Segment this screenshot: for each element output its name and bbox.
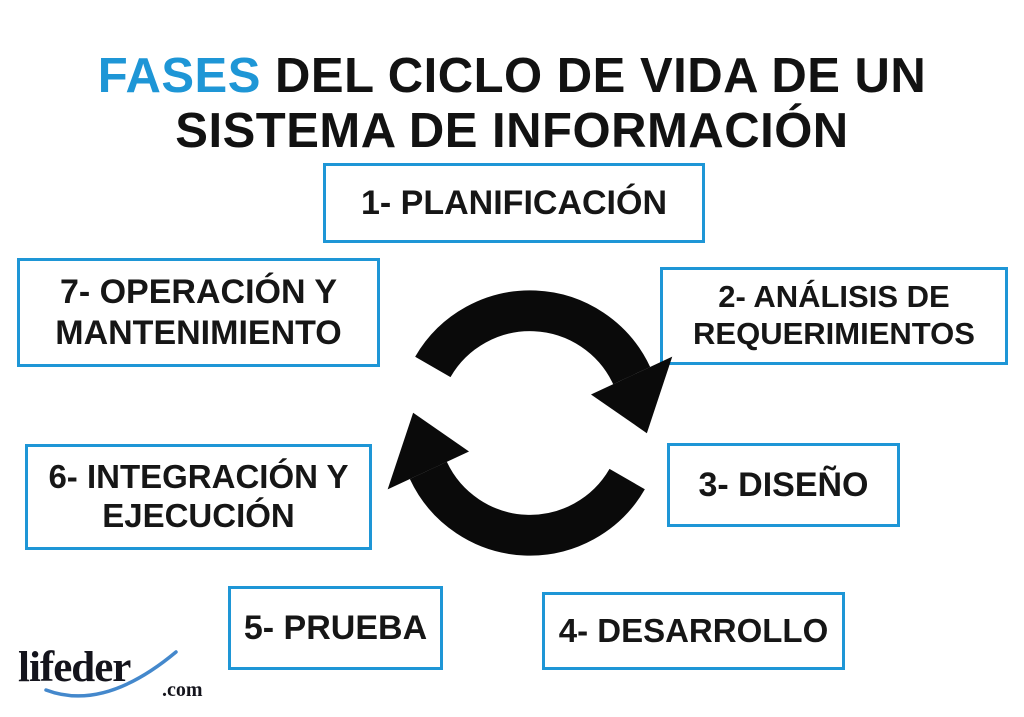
- phase-label: 2- ANÁLISIS DE REQUERIMIENTOS: [693, 279, 975, 351]
- cycle-top-arc: [415, 290, 651, 385]
- phase-box-operacion-mantenimiento: 7- OPERACIÓN Y MANTENIMIENTO: [17, 258, 380, 367]
- phase-box-diseno: 3- DISEÑO: [667, 443, 900, 527]
- lifeder-logo: lifeder .com: [16, 646, 226, 714]
- phase-label: 7- OPERACIÓN Y MANTENIMIENTO: [55, 273, 342, 352]
- logo-wordmark: lifeder: [18, 644, 131, 691]
- phase-box-prueba: 5- PRUEBA: [228, 586, 443, 670]
- cycle-top-arrowhead-icon: [590, 356, 673, 434]
- phase-label: 5- PRUEBA: [243, 608, 428, 647]
- phase-box-analisis-requerimientos: 2- ANÁLISIS DE REQUERIMIENTOS: [660, 267, 1008, 365]
- phase-label: 3- DISEÑO: [698, 465, 869, 504]
- title-line1: FASES DEL CICLO DE VIDA DE UN: [98, 49, 927, 103]
- phase-box-planificacion: 1- PLANIFICACIÓN: [323, 163, 705, 243]
- phase-label: 4- DESARROLLO: [558, 611, 829, 649]
- title-line2: SISTEMA DE INFORMACIÓN: [175, 103, 849, 158]
- title-line1-rest: DEL CICLO DE VIDA DE UN: [260, 48, 927, 103]
- cycle-arrows-icon: [387, 290, 673, 556]
- cycle-bottom-arc: [409, 461, 645, 556]
- logo-tld: .com: [162, 679, 203, 701]
- page-title: FASES DEL CICLO DE VIDA DE UN SISTEMA DE…: [0, 49, 1024, 159]
- phase-box-desarrollo: 4- DESARROLLO: [542, 592, 845, 670]
- cycle-bottom-arrowhead-icon: [387, 412, 470, 490]
- title-highlight: FASES: [97, 48, 261, 103]
- phase-label: 6- INTEGRACIÓN Y EJECUCIÓN: [48, 458, 349, 534]
- logo-swoosh-icon: [44, 650, 178, 698]
- phase-label: 1- PLANIFICACIÓN: [361, 183, 667, 222]
- phase-box-integracion-ejecucion: 6- INTEGRACIÓN Y EJECUCIÓN: [25, 444, 372, 550]
